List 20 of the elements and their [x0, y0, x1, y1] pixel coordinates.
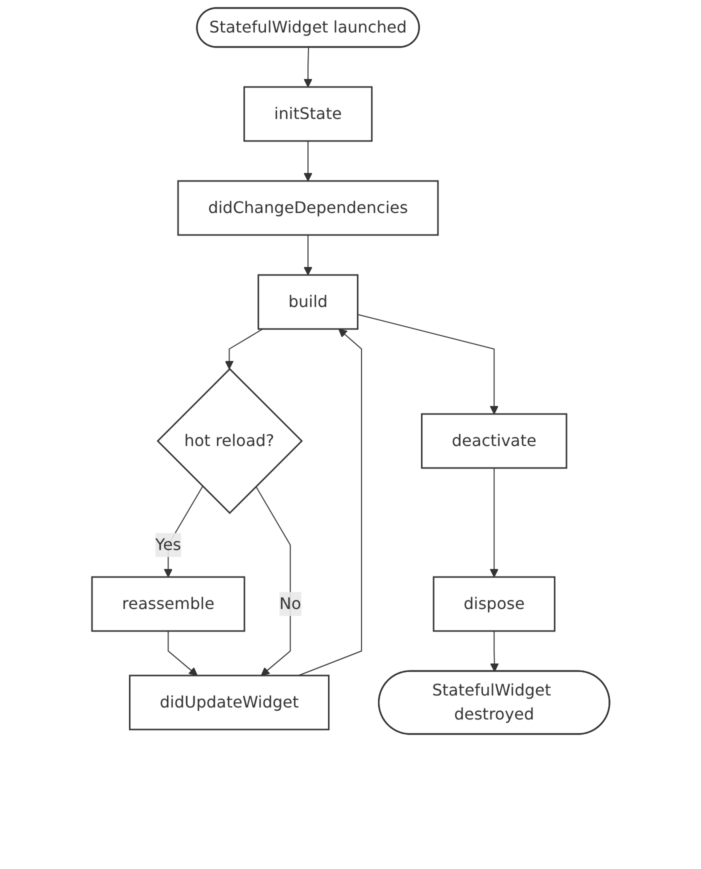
- arrow: [303, 140, 312, 182]
- node-box: reassemble: [91, 576, 245, 632]
- node-box: dispose: [432, 576, 556, 632]
- arrow: [224, 328, 264, 370]
- node-box: deactivate: [420, 413, 567, 469]
- node-diamond: hot reload?: [156, 368, 303, 514]
- edge-label: No: [279, 594, 301, 614]
- arrow: [298, 328, 362, 676]
- arrow: [303, 47, 312, 88]
- arrow: [303, 234, 312, 276]
- arrow: [255, 486, 291, 676]
- node-box: initState: [243, 86, 372, 142]
- node-box: didChangeDependencies: [177, 180, 438, 236]
- arrow: [167, 630, 198, 676]
- node-box: didUpdateWidget: [128, 674, 330, 730]
- node-box: build: [257, 274, 358, 330]
- edge-label: Yes: [155, 535, 181, 554]
- arrow: [356, 314, 498, 414]
- arrow: [489, 468, 498, 578]
- arrow: [490, 630, 499, 672]
